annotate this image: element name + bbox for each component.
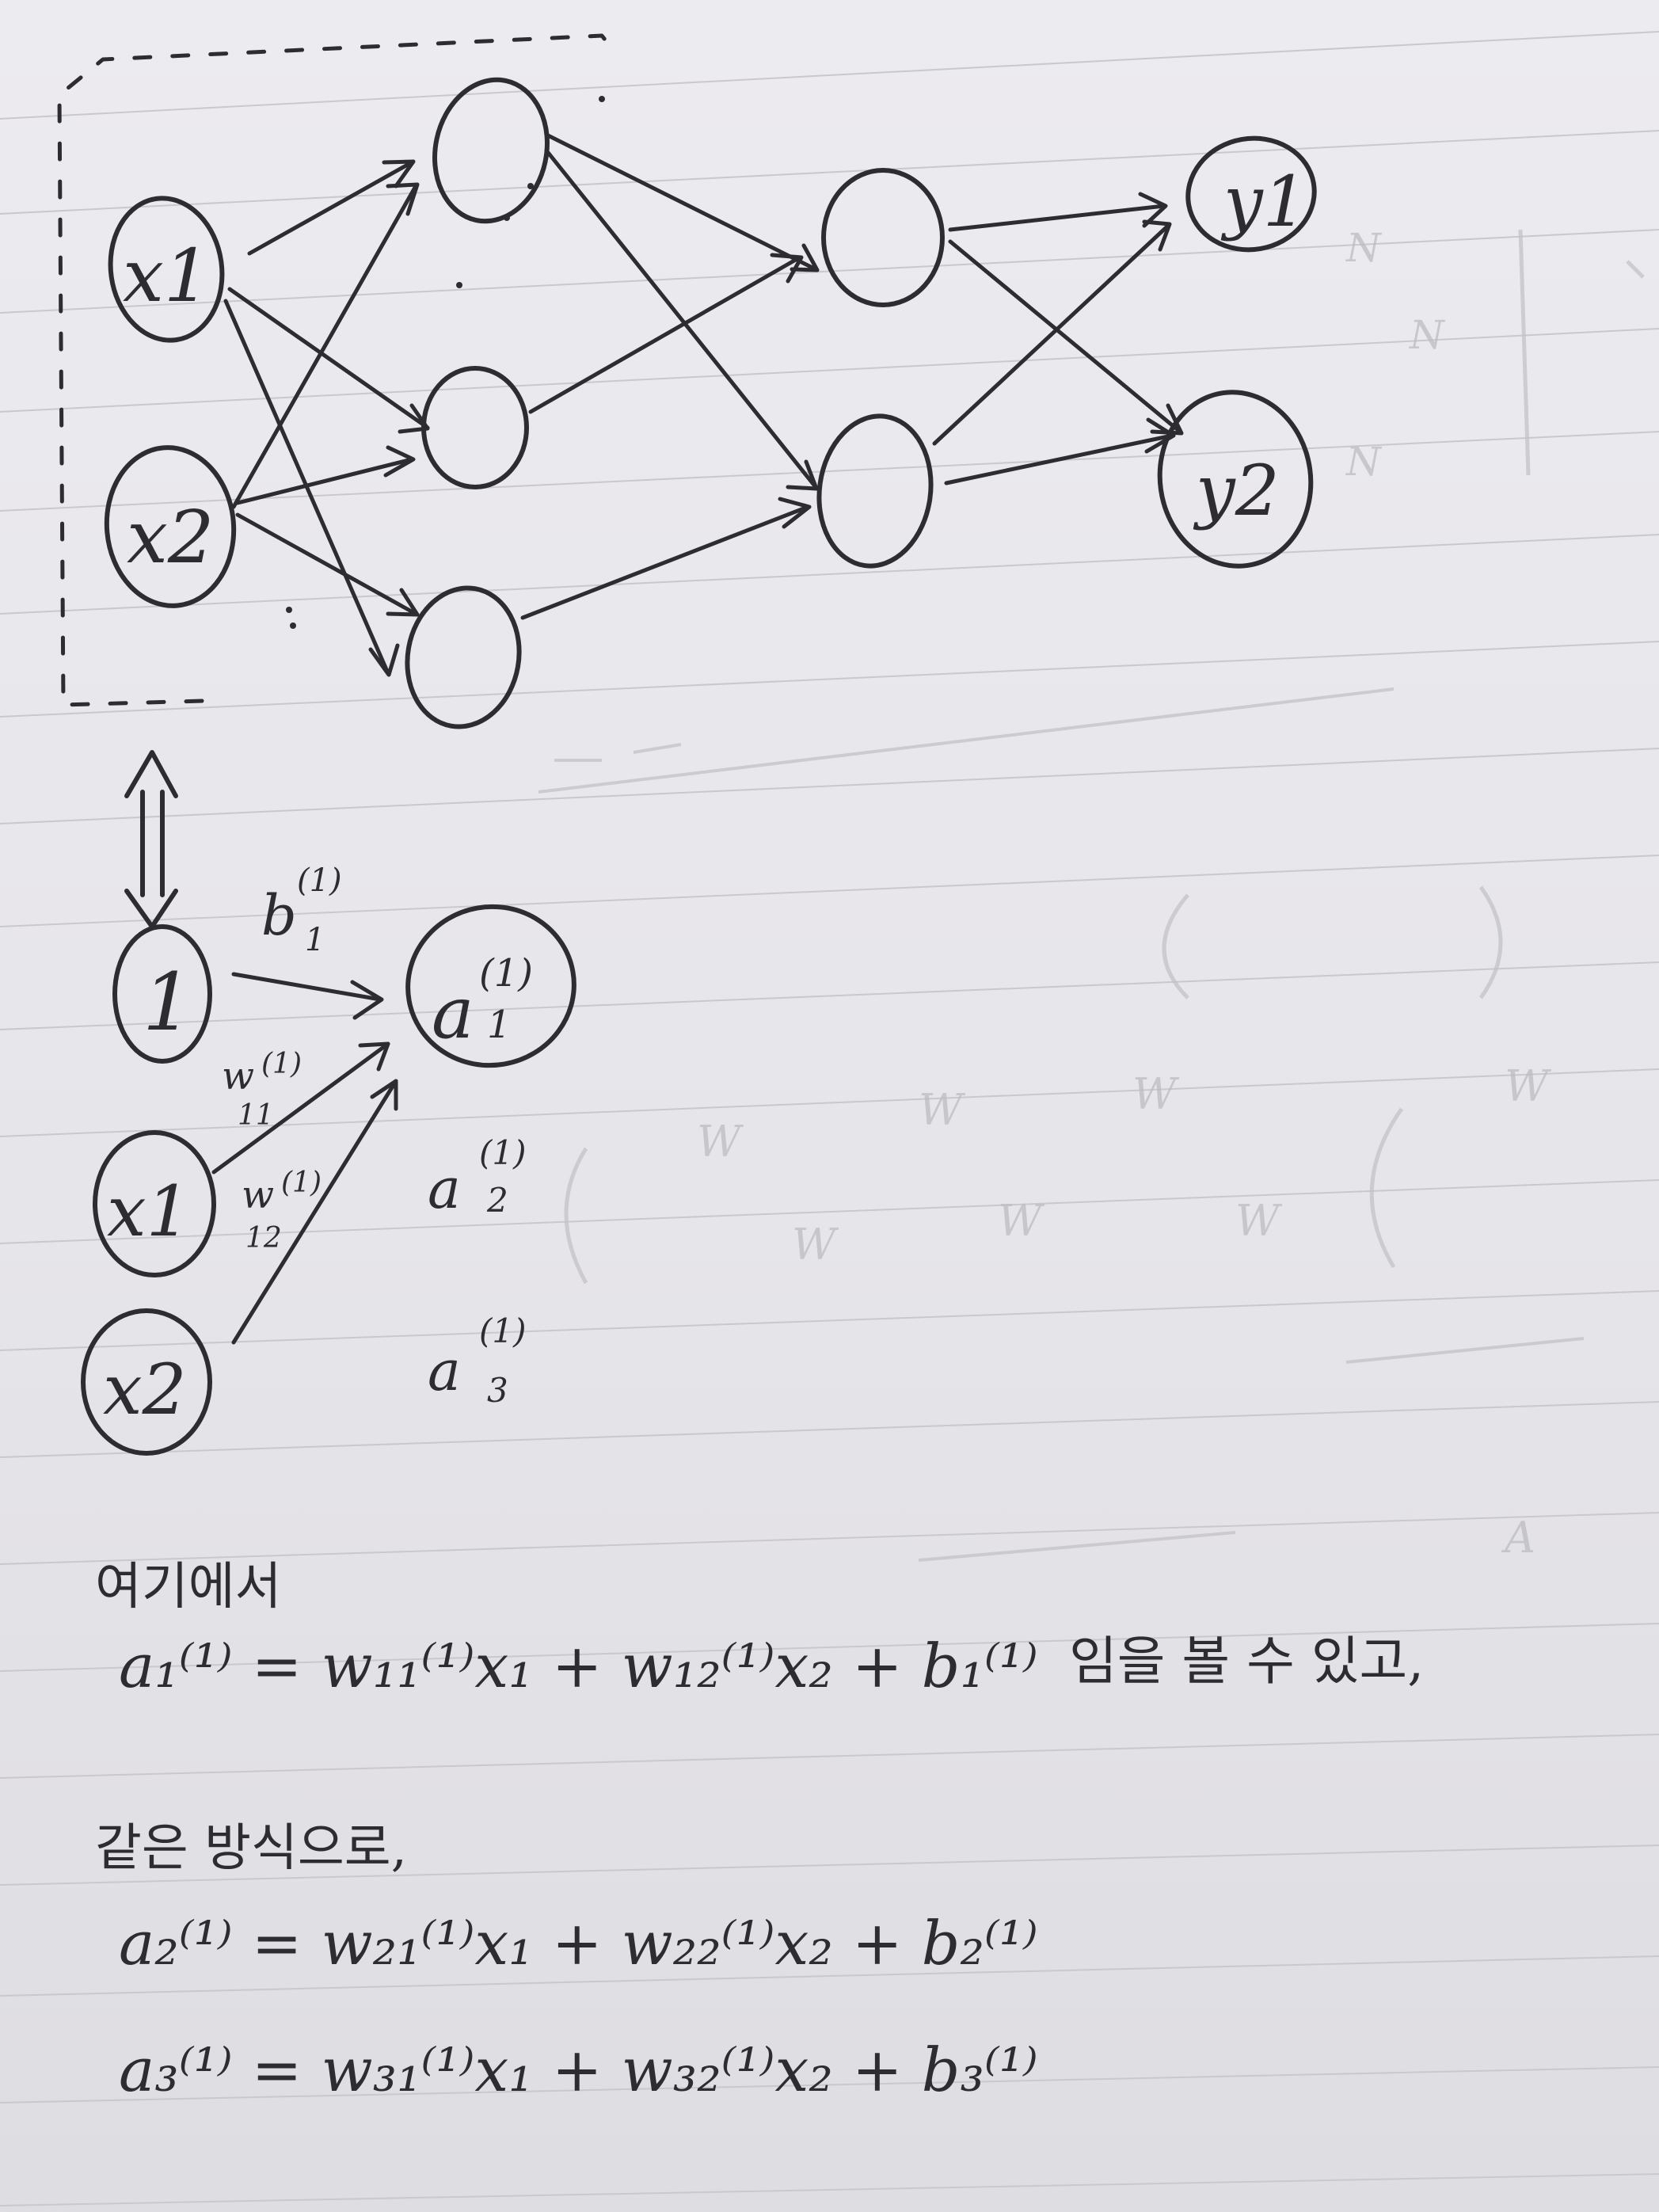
svg-text:w: w <box>222 1054 254 1098</box>
target-node-base: a <box>432 972 474 1055</box>
connections-input-hidden1 <box>223 160 430 676</box>
svg-text:W: W <box>1235 1196 1283 1246</box>
svg-text:(1): (1) <box>479 1133 527 1172</box>
note-line-2: 같은 방식으로, <box>95 1819 407 1878</box>
input-group-dashed-outline <box>57 33 620 707</box>
note-line-1: 여기에서 <box>95 1558 282 1616</box>
arrowheads <box>368 159 1184 677</box>
target-node-sup: (1) <box>479 951 533 996</box>
svg-text:W: W <box>697 1117 744 1167</box>
svg-text:N: N <box>1345 225 1383 271</box>
svg-text:3: 3 <box>487 1371 508 1410</box>
output-node-y2-label: y2 <box>1193 450 1280 531</box>
target-node-a1: a (1) 1 <box>405 904 576 1068</box>
svg-text:1: 1 <box>305 922 325 958</box>
hidden1-node-1 <box>432 77 550 224</box>
svg-text:W: W <box>1132 1069 1180 1119</box>
hidden1-node-3 <box>405 585 522 729</box>
weight-label-b1: b (1) 1 <box>261 862 342 958</box>
equivalence-arrow <box>124 750 178 929</box>
hidden1-node-2 <box>421 366 529 489</box>
svg-text:a: a <box>428 1156 461 1221</box>
connections-hidden1-hidden2 <box>520 132 818 620</box>
node-label-a3: a (1) 3 <box>428 1312 527 1410</box>
svg-text:11: 11 <box>238 1099 274 1132</box>
input-node-x2-label: x2 <box>127 495 214 580</box>
svg-text:(1): (1) <box>261 1048 302 1080</box>
output-node-y1-label: y1 <box>1220 161 1307 242</box>
detail-input-node-x1-label: x1 <box>107 1171 191 1252</box>
svg-text:w: w <box>242 1173 274 1217</box>
equation-a3: a₃⁽¹⁾ = w₃₁⁽¹⁾x₁ + w₃₂⁽¹⁾x₂ + b₃⁽¹⁾ <box>119 2035 1038 2105</box>
svg-text:b: b <box>261 883 297 948</box>
bias-node: 1 <box>112 924 212 1064</box>
network-diagram: x1 x2 y1 y2 <box>104 77 1317 729</box>
svg-text:W: W <box>998 1196 1045 1246</box>
equation-a2: a₂⁽¹⁾ = w₂₁⁽¹⁾x₁ + w₂₂⁽¹⁾x₂ + b₂⁽¹⁾ <box>119 1908 1038 1978</box>
neuron-detail-diagram: 1 x1 x2 a (1) 1 b (1) 1 w ( <box>81 862 576 1456</box>
detail-input-node-x2-label: x2 <box>103 1349 187 1430</box>
weight-label-w12: w (1) 12 <box>242 1167 322 1254</box>
handwritten-notes: 여기에서 a₁⁽¹⁾ = w₁₁⁽¹⁾x₁ + w₁₂⁽¹⁾x₂ + b₁⁽¹⁾… <box>95 1558 1424 2105</box>
svg-text:2: 2 <box>486 1181 508 1220</box>
svg-text:12: 12 <box>245 1222 282 1254</box>
svg-text:N: N <box>1345 439 1383 485</box>
hidden2-node-1 <box>821 168 945 307</box>
svg-text:N: N <box>1409 312 1446 358</box>
stray-dots <box>286 96 605 629</box>
hidden2-node-2 <box>816 413 934 569</box>
connections-hidden2-output <box>932 204 1182 485</box>
output-node-y2: y2 <box>1157 390 1314 569</box>
svg-text:W: W <box>792 1220 839 1270</box>
svg-text:A: A <box>1501 1513 1535 1563</box>
equation-a1-suffix: 임을 볼 수 있고, <box>1069 1631 1424 1692</box>
equation-a1: a₁⁽¹⁾ = w₁₁⁽¹⁾x₁ + w₁₂⁽¹⁾x₂ + b₁⁽¹⁾ <box>119 1631 1038 1701</box>
node-label-a2: a (1) 2 <box>428 1133 527 1221</box>
input-node-x2: x2 <box>104 445 237 608</box>
svg-text:W: W <box>1505 1061 1552 1111</box>
svg-text:(1): (1) <box>281 1167 322 1199</box>
svg-text:(1): (1) <box>297 862 342 899</box>
svg-text:a: a <box>428 1338 461 1403</box>
detail-input-node-x1: x1 <box>93 1130 216 1277</box>
target-node-sub: 1 <box>487 1003 512 1047</box>
weight-label-w11: w (1) 11 <box>222 1048 302 1132</box>
bleed-through-marks: N N N W W W W W W W A <box>538 225 1645 1563</box>
svg-text:(1): (1) <box>479 1312 527 1350</box>
input-node-x1-label: x1 <box>123 234 210 318</box>
output-node-y1: y1 <box>1185 135 1317 253</box>
svg-text:W: W <box>919 1085 966 1135</box>
detail-input-node-x2: x2 <box>81 1308 212 1456</box>
bias-node-label: 1 <box>143 956 193 1049</box>
input-node-x1: x1 <box>108 196 225 343</box>
